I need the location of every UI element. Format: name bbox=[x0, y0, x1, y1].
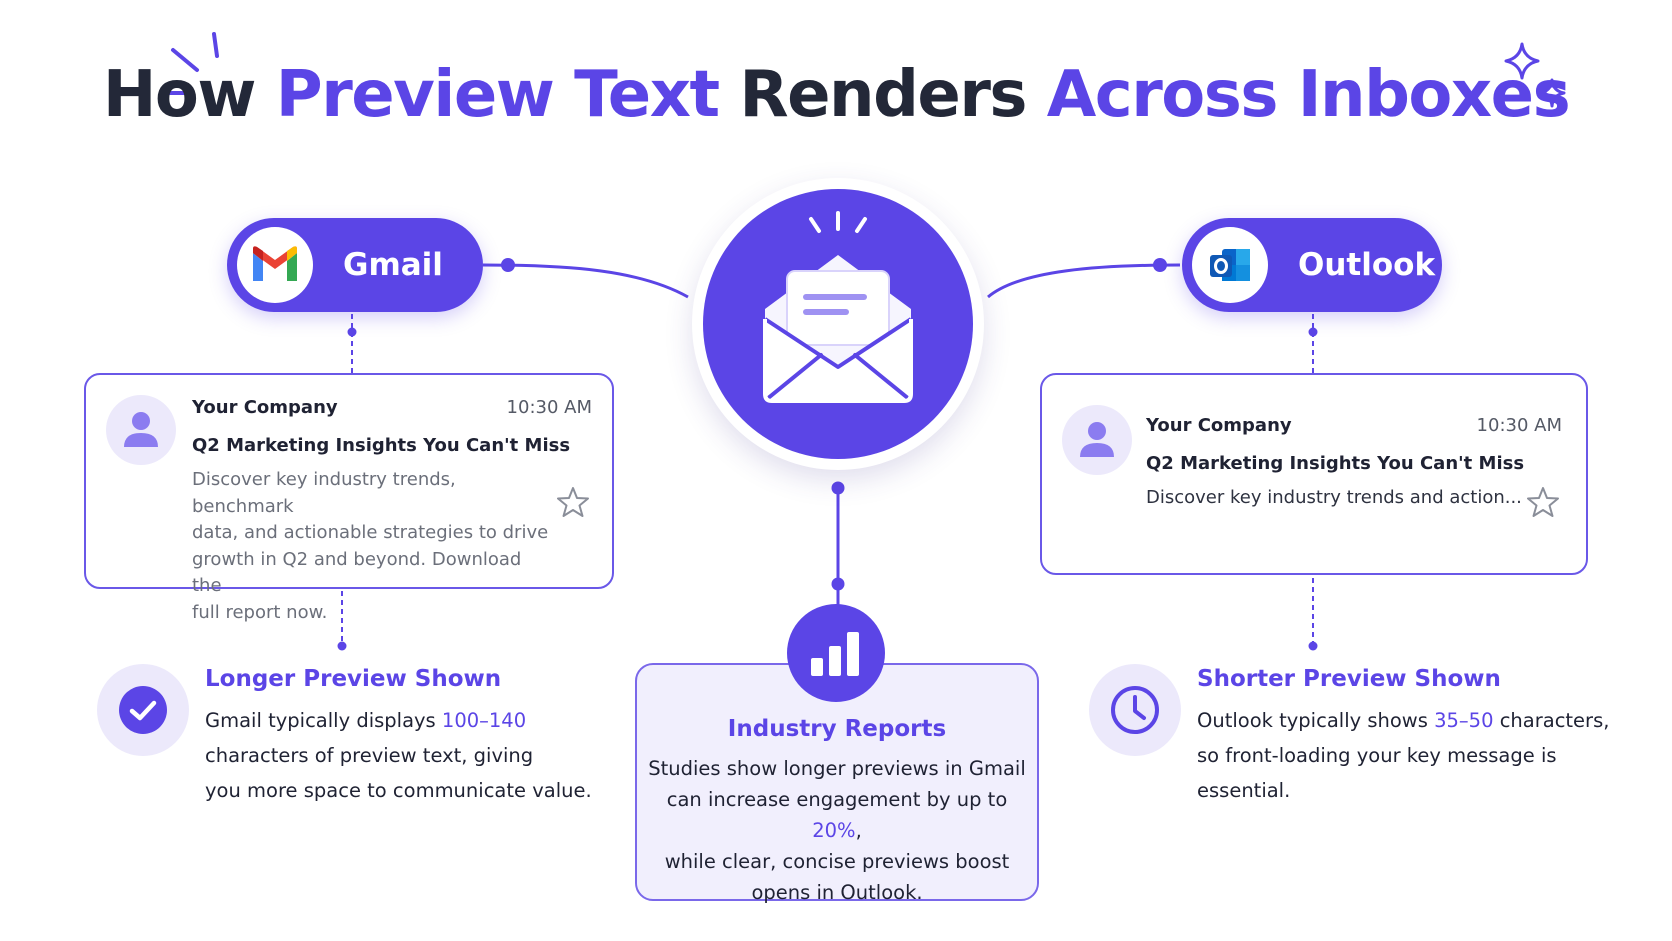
industry-title: Industry Reports bbox=[727, 716, 947, 742]
bar-chart-icon bbox=[811, 632, 859, 676]
preview-line: data, and actionable strategies to drive bbox=[192, 522, 549, 543]
highlight-value: 35–50 bbox=[1434, 709, 1494, 732]
preview-line: Discover key industry trends, benchmark bbox=[192, 469, 456, 517]
title-part-2: Preview Text bbox=[275, 58, 720, 132]
star-icon[interactable] bbox=[556, 485, 590, 519]
sender-name: Your Company bbox=[192, 397, 338, 418]
gmail-info-title: Longer Preview Shown bbox=[205, 666, 502, 692]
outlook-logo-icon bbox=[1192, 227, 1268, 303]
gmail-label: Gmail bbox=[343, 247, 443, 283]
page-title: How Preview Text Renders Across Inboxes bbox=[0, 58, 1672, 132]
preview-line: full report now. bbox=[192, 601, 328, 623]
sparkle-lines-decoration bbox=[159, 32, 219, 95]
highlight-value: 20% bbox=[812, 819, 856, 842]
industry-icon-circle bbox=[787, 604, 885, 702]
industry-text: Studies show longer previews in Gmail ca… bbox=[648, 757, 1026, 904]
check-circle-icon bbox=[119, 686, 167, 734]
user-icon bbox=[124, 412, 158, 447]
title-part-3: Renders bbox=[718, 58, 1047, 132]
outlook-email-card[interactable]: Your Company 10:30 AM Q2 Marketing Insig… bbox=[1040, 373, 1588, 575]
gmail-hub-connector bbox=[482, 263, 689, 299]
gmail-logo-icon bbox=[237, 227, 313, 303]
avatar bbox=[106, 395, 176, 465]
email-time: 10:30 AM bbox=[506, 397, 592, 418]
check-circle-container bbox=[97, 664, 189, 756]
sparkle-stars-decoration bbox=[1504, 42, 1566, 108]
gmail-info-text: Gmail typically displays 100–140 charact… bbox=[205, 709, 592, 802]
title-part-4: Across Inboxes bbox=[1046, 58, 1571, 132]
preview-line: growth in Q2 and beyond. Download the bbox=[192, 548, 522, 597]
highlight-value: 100–140 bbox=[441, 709, 527, 732]
open-envelope-icon bbox=[763, 211, 913, 403]
email-subject: Q2 Marketing Insights You Can't Miss bbox=[1146, 453, 1525, 474]
outlook-hub-connector bbox=[987, 263, 1181, 299]
email-time: 10:30 AM bbox=[1476, 415, 1562, 436]
gmail-email-card[interactable]: Your Company 10:30 AM Q2 Marketing Insig… bbox=[84, 373, 614, 623]
gmail-pill: Gmail bbox=[227, 218, 483, 312]
title-part-1: How bbox=[102, 58, 276, 132]
sender-name: Your Company bbox=[1146, 415, 1292, 436]
email-preview: Discover key industry trends, benchmark … bbox=[192, 467, 552, 626]
outlook-pill: Outlook bbox=[1182, 218, 1442, 312]
email-subject: Q2 Marketing Insights You Can't Miss bbox=[192, 435, 571, 456]
hub-circle bbox=[703, 189, 973, 459]
avatar bbox=[1062, 405, 1132, 475]
outlook-info-text: Outlook typically shows 35–50 characters… bbox=[1197, 709, 1610, 802]
clock-circle-container bbox=[1089, 664, 1181, 756]
email-preview: Discover key industry trends and action.… bbox=[1146, 487, 1522, 508]
star-icon[interactable] bbox=[1526, 485, 1560, 519]
clock-icon bbox=[1111, 686, 1159, 734]
user-icon bbox=[1080, 422, 1114, 457]
outlook-info-title: Shorter Preview Shown bbox=[1197, 666, 1501, 692]
outlook-label: Outlook bbox=[1298, 247, 1436, 283]
